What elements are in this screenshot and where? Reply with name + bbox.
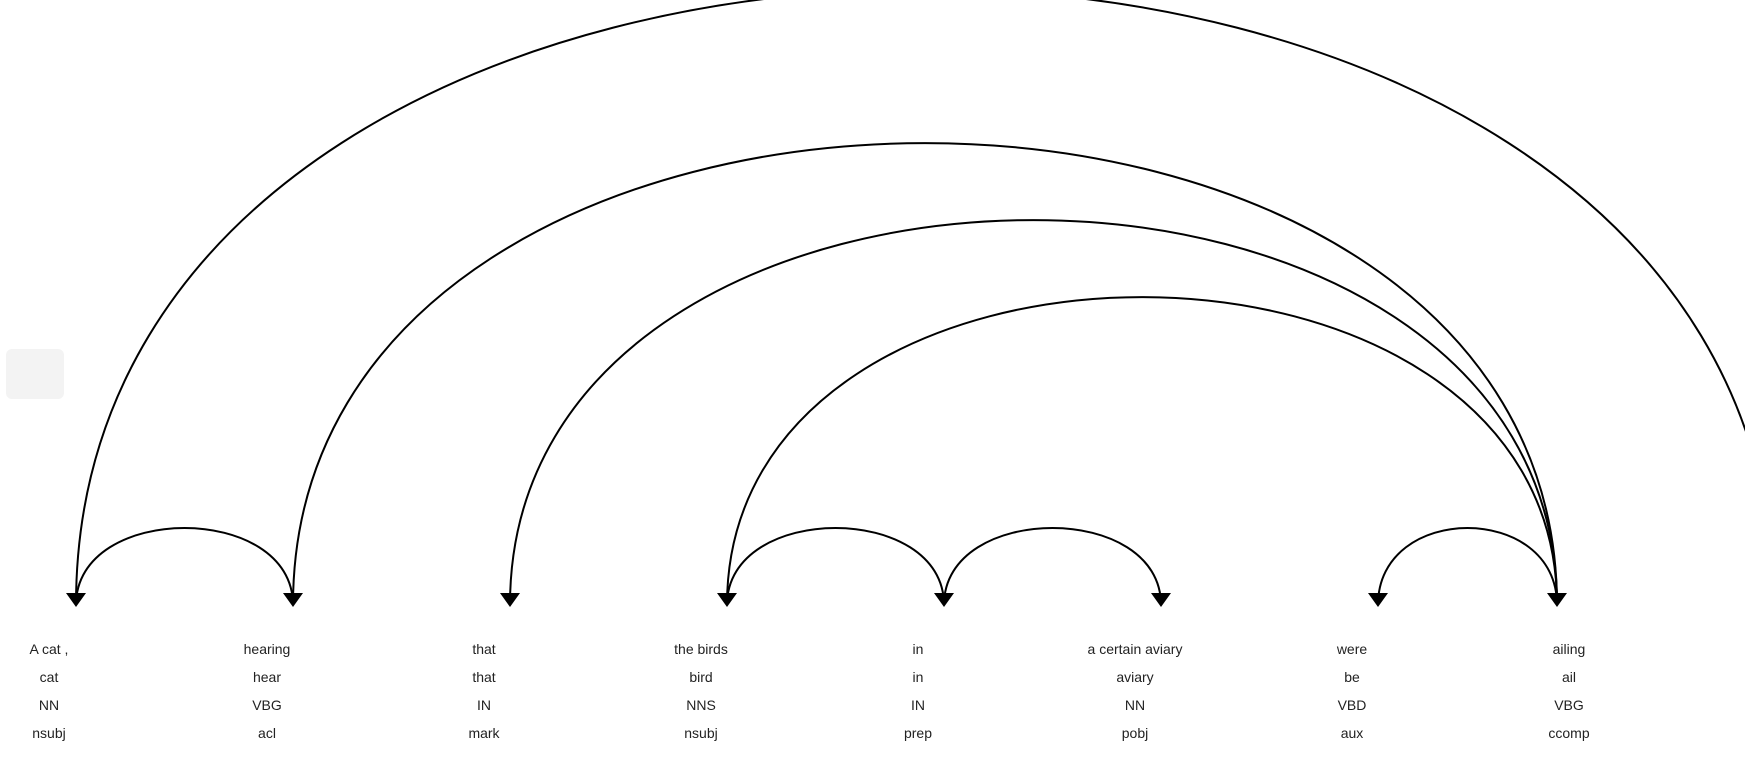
dependency-arc	[509, 219, 1558, 606]
dependency-arc	[726, 296, 1558, 606]
token-4-dep: prep	[904, 725, 932, 741]
token-4-lemma: in	[913, 669, 924, 685]
token-3-tag: NNS	[686, 697, 716, 713]
dependency-arc	[292, 142, 1558, 606]
dependency-arc	[75, 0, 1745, 606]
dependency-arc	[75, 527, 294, 606]
token-0-tag: NN	[39, 697, 59, 713]
token-1-dep: acl	[258, 725, 276, 741]
arrowhead-icon	[1547, 593, 1567, 607]
token-2-lemma: that	[472, 669, 495, 685]
token-3-dep: nsubj	[684, 725, 717, 741]
token-1-tag: VBG	[252, 697, 282, 713]
token-6-tag: VBD	[1338, 697, 1367, 713]
token-2-text: that	[472, 641, 495, 657]
token-0-lemma: cat	[40, 669, 59, 685]
token-2-tag: IN	[477, 697, 491, 713]
token-5-tag: NN	[1125, 697, 1145, 713]
arrowhead-icon	[717, 593, 737, 607]
token-3-lemma: bird	[689, 669, 712, 685]
dependency-arc	[1377, 527, 1558, 606]
token-5-dep: pobj	[1122, 725, 1148, 741]
token-0-dep: nsubj	[32, 725, 65, 741]
token-2-dep: mark	[468, 725, 500, 741]
token-1-lemma: hear	[253, 669, 281, 685]
token-7-lemma: ail	[1562, 669, 1576, 685]
token-1-text: hearing	[244, 641, 291, 657]
ghost-panel	[6, 349, 64, 399]
token-6-lemma: be	[1344, 669, 1360, 685]
token-3-text: the birds	[674, 641, 728, 657]
token-6-dep: aux	[1341, 725, 1364, 741]
token-4-tag: IN	[911, 697, 925, 713]
dependency-arc	[943, 527, 1162, 606]
token-5-text: a certain aviary	[1088, 641, 1183, 657]
token-4-text: in	[913, 641, 924, 657]
token-7-text: ailing	[1553, 641, 1586, 657]
token-7-dep: ccomp	[1548, 725, 1589, 741]
arrowhead-icon	[66, 593, 86, 607]
arrowhead-icon	[1151, 593, 1171, 607]
token-5-lemma: aviary	[1116, 669, 1153, 685]
token-6-text: were	[1336, 641, 1368, 657]
dependency-arc	[726, 527, 945, 606]
arrowhead-icon	[1368, 593, 1388, 607]
token-7-tag: VBG	[1554, 697, 1584, 713]
token-0-text: A cat ,	[30, 641, 69, 657]
arrowhead-icon	[500, 593, 520, 607]
